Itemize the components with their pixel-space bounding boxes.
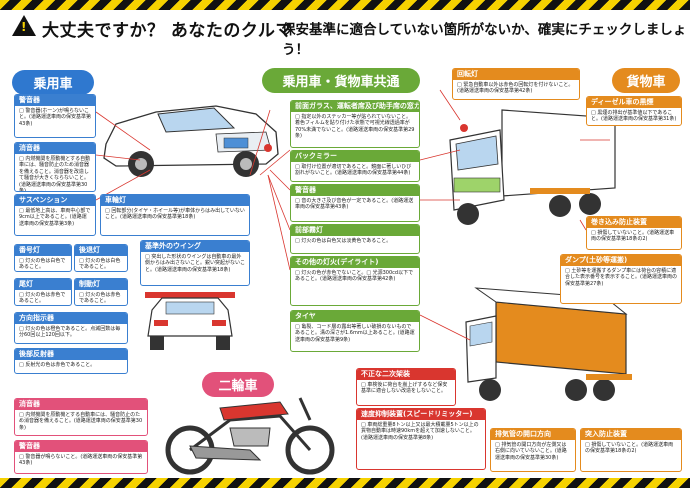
panel-tire: タイヤ □ 亀裂、コード層の露出等著しい破損のないものであること。溝の深さが1.… bbox=[290, 310, 420, 352]
panel-dump: ダンプ(土砂等運搬) □ 土砂等を運搬するダンプ車には荷台の容積に適合した表示番… bbox=[560, 254, 682, 304]
section-motorcycle: 二輪車 bbox=[202, 372, 274, 397]
dump-truck-illustration bbox=[465, 287, 632, 401]
panel-wing: 基準外のウイング □ 突出した形状のウイングは自動車の最外側からはみ出さないこと… bbox=[140, 240, 250, 286]
page-header: ! 大丈夫ですか？ あなたのクルマ 保安基準に適合していない箇所がないか、確実に… bbox=[0, 10, 690, 58]
panel-illegal-body-body: □ 車検後に荷台を嵩上げするなど保安基準に適合しない改造をしないこと。 bbox=[361, 382, 448, 395]
panel-underrun: 突入防止装置 □ 損傷していないこと。(道路運送車両の保安基準第18条の2) bbox=[580, 428, 682, 472]
panel-speed-limiter: 速度抑制装置(スピードリミッター) □ 車両総重量8トン以上又は最大積載量5トン… bbox=[356, 408, 486, 470]
panel-tire-title: タイヤ bbox=[291, 311, 419, 322]
panel-speed-limiter-title: 速度抑制装置(スピードリミッター) bbox=[357, 409, 485, 420]
panel-glass-title: 前面ガラス、運転者席及び助手席の窓ガラス bbox=[291, 101, 419, 112]
panel-turn-signal-title: 方向指示器 bbox=[15, 313, 127, 324]
panel-dump-body: □ 土砂等を運搬するダンプ車には荷台の容積に適合した表示番号を表示すること。(道… bbox=[565, 268, 677, 287]
panel-horn-common: 警音器 □ 音の大きさ及び音色が一定であること。(道路運送車両の保安基準第43条… bbox=[290, 184, 420, 222]
panel-bike-muffler-body: □ 内燃機関を原動機とする自動車には、騒音防止のため消音器を備えること。(道路運… bbox=[19, 412, 143, 431]
panel-fenders-body: □ 回転部分(タイヤ・ホイール等)が車体からはみ出していないこと。(道路運送車両… bbox=[105, 208, 245, 221]
panel-rotating-lamp: 回転灯 □ 緊急自動車以外は赤色の回転灯を付けないこと。(道路運送車両の保安基準… bbox=[452, 68, 580, 100]
panel-diesel-smoke-title: ディーゼル車の黒煙 bbox=[587, 97, 681, 108]
page-subtitle: 保安基準に適合していない箇所がないか、確実にチェックしましょう！ bbox=[282, 22, 687, 58]
panel-tail-lamp-title: 尾灯 bbox=[15, 279, 71, 290]
panel-front-fog-title: 前部霧灯 bbox=[291, 225, 419, 236]
panel-horn-common-title: 警音器 bbox=[291, 185, 419, 196]
panel-horn-common-body: □ 音の大きさ及び音色が一定であること。(道路運送車両の保安基準第43条) bbox=[295, 198, 414, 211]
panel-glass: 前面ガラス、運転者席及び助手席の窓ガラス □ 指定以外のステッカー等が貼られてい… bbox=[290, 100, 420, 148]
panel-bike-horn-title: 警音器 bbox=[15, 441, 147, 452]
panel-tail-lamp-body: □ 灯火の色は赤色であること。 bbox=[19, 292, 66, 305]
sports-car-rear-illustration bbox=[145, 292, 235, 350]
panel-brake-lamp-title: 制動灯 bbox=[75, 279, 127, 290]
panel-reverse-lamp-title: 後退灯 bbox=[75, 245, 127, 256]
panel-diesel-smoke: ディーゼル車の黒煙 □ 黒煙の排出が基準値以下であること。(道路運送車両の保安基… bbox=[586, 96, 682, 126]
panel-brake-lamp-body: □ 灯火の色は赤色であること。 bbox=[79, 292, 121, 305]
panel-exhaust-title: 排気管の開口方向 bbox=[491, 429, 575, 440]
panel-mirror-title: バックミラー bbox=[291, 151, 419, 162]
panel-rotating-lamp-title: 回転灯 bbox=[453, 69, 579, 80]
panel-rotating-lamp-body: □ 緊急自動車以外は赤色の回転灯を付けないこと。(道路運送車両の保安基準第42条… bbox=[457, 82, 574, 95]
panel-daylight-title: その他の灯火(デイライト) bbox=[291, 257, 419, 268]
panel-underrun-title: 突入防止装置 bbox=[581, 429, 681, 440]
panel-horn: 警音器 □ 警音器(ホーン)が鳴らないこと。(道路運送車両の保安基準第43条) bbox=[14, 94, 96, 138]
panel-suspension: サスペンション □ 最低地上高は、車両中心部で9cm以上であること。(道路運送車… bbox=[14, 194, 96, 236]
panel-tire-body: □ 亀裂、コード層の露出等著しい破損のないものであること。溝の深さが1.6mm以… bbox=[295, 324, 415, 343]
panel-fenders-title: 車輪灯 bbox=[101, 195, 249, 206]
panel-reverse-lamp: 後退灯 □ 灯火の色は白色であること。 bbox=[74, 244, 128, 272]
panel-exhaust-body: □ 排気管の開口方向が左側又は右側に向いていないこと。(道路運送車両の保安基準第… bbox=[495, 442, 567, 461]
panel-plate-lamp-body: □ 灯火の色は白色であること。 bbox=[19, 258, 66, 271]
panel-horn-body: □ 警音器(ホーン)が鳴らないこと。(道路運送車両の保安基準第43条) bbox=[19, 108, 91, 127]
panel-rear-reflector-title: 後部反射器 bbox=[15, 349, 127, 360]
panel-turn-signal: 方向指示器 □ 灯火の色は橙色であること。点滅回数は毎分60回以上120回以下。 bbox=[14, 312, 128, 344]
panel-daylight: その他の灯火(デイライト) □ 灯火の色が赤色でないこと。□ 光源300cd以下… bbox=[290, 256, 420, 306]
hazard-stripe-bottom bbox=[0, 478, 690, 488]
panel-plate-lamp-title: 番号灯 bbox=[15, 245, 71, 256]
panel-plate-lamp: 番号灯 □ 灯火の色は白色であること。 bbox=[14, 244, 72, 272]
panel-front-fog: 前部霧灯 □ 灯火の色は白色又は淡黄色であること。 bbox=[290, 224, 420, 254]
panel-speed-limiter-body: □ 車両総重量8トン以上又は最大積載量5トン以上の貨物自動車は時速90kmを超え… bbox=[361, 422, 479, 441]
panel-glass-body: □ 指定以外のステッカー等が貼られていないこと。着色フィルムを貼り付けた状態で可… bbox=[295, 114, 415, 140]
panel-horn-title: 警音器 bbox=[15, 95, 95, 106]
panel-underrun-body: □ 損傷していないこと。(道路運送車両の保安基準第18条の2) bbox=[585, 442, 674, 455]
panel-bike-muffler-title: 消音器 bbox=[15, 399, 147, 410]
panel-diesel-smoke-body: □ 黒煙の排出が基準値以下であること。(道路運送車両の保安基準第31条) bbox=[591, 110, 677, 123]
panel-suspension-body: □ 最低地上高は、車両中心部で9cm以上であること。(道路運送車両の保安基準第3… bbox=[19, 208, 91, 227]
panel-rear-reflector: 後部反射器 □ 反射光の色は赤色であること。 bbox=[14, 348, 128, 374]
warning-icon: ! bbox=[12, 15, 36, 36]
panel-bike-horn: 警音器 □ 警音器が鳴らないこと。(道路運送車両の保安基準第43条) bbox=[14, 440, 148, 474]
panel-bike-muffler: 消音器 □ 内燃機関を原動機とする自動車には、騒音防止のため消音器を備えること。… bbox=[14, 398, 148, 436]
panel-side-guard-body: □ 損傷していないこと。(道路運送車両の保安基準第18条の2) bbox=[591, 230, 675, 243]
panel-daylight-body: □ 灯火の色が赤色でないこと。□ 光源300cd以下であること。(道路運送車両の… bbox=[295, 270, 414, 283]
panel-wing-title: 基準外のウイング bbox=[141, 241, 249, 252]
truck-illustration bbox=[449, 109, 616, 225]
panel-dump-title: ダンプ(土砂等運搬) bbox=[561, 255, 681, 266]
panel-front-fog-body: □ 灯火の色は白色又は淡黄色であること。 bbox=[295, 238, 392, 244]
page-title: 大丈夫ですか？ あなたのクルマ bbox=[42, 21, 293, 41]
panel-muffler-title: 消音器 bbox=[15, 143, 95, 154]
section-truck: 貨物車 bbox=[612, 68, 680, 93]
panel-fenders: 車輪灯 □ 回転部分(タイヤ・ホイール等)が車体からはみ出していないこと。(道路… bbox=[100, 194, 250, 236]
panel-side-guard: 巻き込み防止装置 □ 損傷していないこと。(道路運送車両の保安基準第18条の2) bbox=[586, 216, 682, 250]
panel-turn-signal-body: □ 灯火の色は橙色であること。点滅回数は毎分60回以上120回以下。 bbox=[19, 326, 121, 339]
hazard-stripe-top bbox=[0, 0, 690, 10]
panel-mirror: バックミラー □ 取付け位置が適切であること。鏡面に著しいひび割れがないこと。(… bbox=[290, 150, 420, 182]
section-passenger: 乗用車 bbox=[12, 70, 94, 95]
passenger-car-illustration bbox=[103, 105, 279, 177]
motorcycle-illustration bbox=[165, 397, 335, 475]
panel-rear-reflector-body: □ 反射光の色は赤色であること。 bbox=[19, 362, 96, 368]
panel-bike-horn-body: □ 警音器が鳴らないこと。(道路運送車両の保安基準第43条) bbox=[19, 454, 143, 467]
panel-illegal-body-title: 不正な二次架装 bbox=[357, 369, 455, 380]
panel-muffler-body: □ 内燃機関を原動機とする自動車には、騒音防止のため消音器を備えること。消音器を… bbox=[19, 156, 91, 192]
panel-brake-lamp: 制動灯 □ 灯火の色は赤色であること。 bbox=[74, 278, 128, 306]
panel-reverse-lamp-body: □ 灯火の色は白色であること。 bbox=[79, 258, 121, 271]
panel-illegal-body: 不正な二次架装 □ 車検後に荷台を嵩上げするなど保安基準に適合しない改造をしない… bbox=[356, 368, 456, 406]
panel-side-guard-title: 巻き込み防止装置 bbox=[587, 217, 681, 228]
panel-tail-lamp: 尾灯 □ 灯火の色は赤色であること。 bbox=[14, 278, 72, 306]
panel-exhaust: 排気管の開口方向 □ 排気管の開口方向が左側又は右側に向いていないこと。(道路運… bbox=[490, 428, 576, 472]
panel-muffler: 消音器 □ 内燃機関を原動機とする自動車には、騒音防止のため消音器を備えること。… bbox=[14, 142, 96, 192]
panel-mirror-body: □ 取付け位置が適切であること。鏡面に著しいひび割れがないこと。(道路運送車両の… bbox=[295, 164, 412, 177]
section-common: 乗用車・貨物車共通 bbox=[262, 68, 420, 93]
panel-suspension-title: サスペンション bbox=[15, 195, 95, 206]
panel-wing-body: □ 突出した形状のウイングは自動車の最外側からはみ出さないこと。鋭い突起がないこ… bbox=[145, 254, 246, 273]
